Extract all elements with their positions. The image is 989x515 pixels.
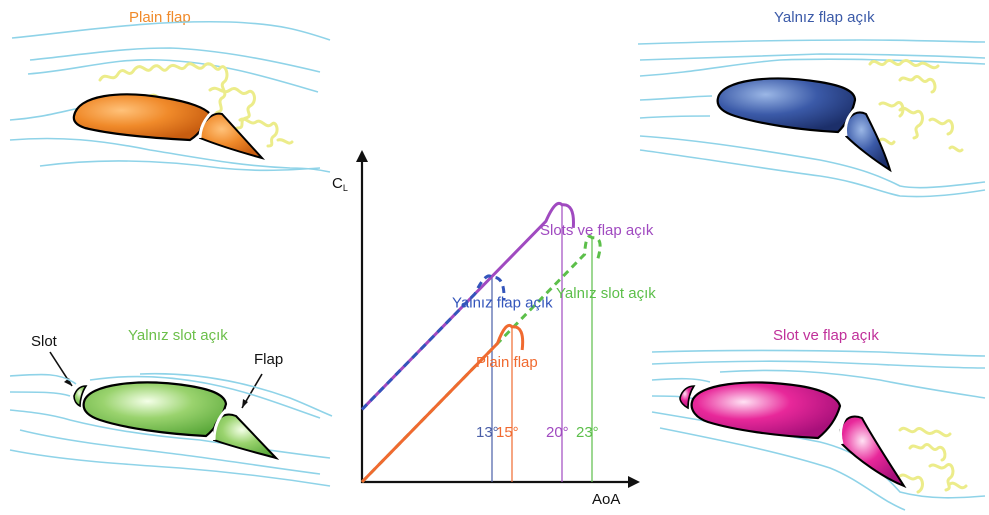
y-axis-label: CL	[332, 175, 348, 193]
turbulence-wake	[868, 59, 964, 153]
stall-angle-label-13: 13°	[476, 424, 499, 441]
series-label-plain-flap: Plain flap	[476, 354, 538, 371]
plain-flap-airfoil	[72, 93, 212, 142]
y-axis-arrow-icon	[356, 150, 368, 162]
series-line-slots-ve-flap-a-k	[360, 201, 575, 411]
series-line-yaln-z-slot-a-k	[360, 234, 602, 484]
series-line-plain-flap	[360, 323, 525, 484]
lift-coefficient-chart: CL AoA 13°15° 20° 23° Slots ve flap açıkYal…	[332, 150, 656, 508]
slot-label: Slot	[31, 333, 58, 350]
series-label-yaln-z-slot-a-k: Yalnız slot açık	[556, 285, 656, 302]
flap-only-flap	[845, 111, 892, 173]
panel-flap-only: Yalnız flap açık	[637, 9, 986, 198]
stall-angle-label-15: 15°	[496, 424, 519, 441]
panel-title-slot-only: Yalnız slot açık	[128, 327, 228, 344]
slot-and-flap-flap	[838, 415, 907, 489]
slot-leading-edge	[679, 385, 696, 410]
slot-only-flap	[213, 413, 280, 460]
streamlines	[9, 20, 331, 173]
panel-slot-and-flap: Slot ve flap açık	[651, 327, 986, 511]
chart-series	[360, 201, 602, 484]
plain-flap-surface	[199, 112, 266, 160]
turbulence-wake	[898, 426, 968, 494]
series-label-yaln-z-flap-a-k: Yalnız flap açık	[452, 294, 553, 311]
streamlines	[637, 39, 986, 198]
panel-plain-flap: Plain flap	[9, 9, 331, 173]
stall-angle-label-20: 20°	[546, 424, 569, 441]
slot-and-flap-airfoil	[690, 381, 842, 440]
streamlines	[9, 372, 333, 487]
x-axis-label: AoA	[592, 491, 620, 508]
stall-guide-lines	[491, 204, 593, 482]
panel-slot-only: Yalnız slot açık Slot Flap	[9, 327, 333, 487]
stall-angle-label-23: 23°	[576, 424, 599, 441]
flap-label: Flap	[254, 351, 283, 368]
series-line-yaln-z-flap-a-k	[360, 274, 506, 411]
panel-title-slot-and-flap: Slot ve flap açık	[773, 327, 879, 344]
series-label-slots-ve-flap-a-k: Slots ve flap açık	[540, 222, 654, 239]
x-axis-arrow-icon	[628, 476, 640, 488]
slot-leading-edge	[73, 385, 88, 408]
panel-title-flap-only: Yalnız flap açık	[774, 9, 875, 26]
flap-only-airfoil	[716, 77, 857, 134]
